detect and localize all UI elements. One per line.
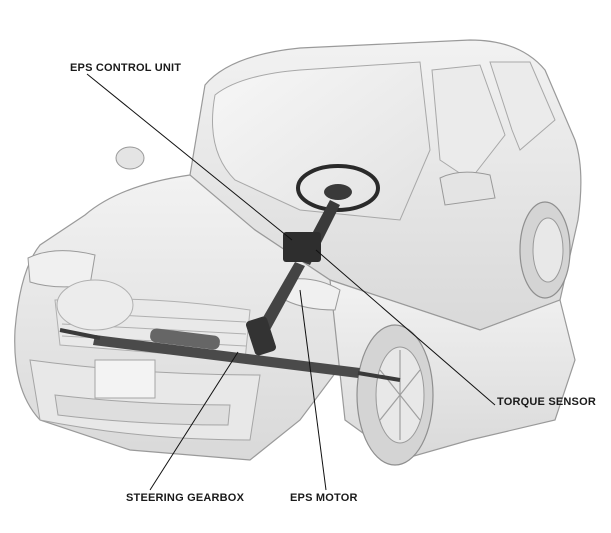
mirror-left <box>115 146 145 170</box>
steering-system <box>59 164 401 382</box>
leader-line-eps-control-unit <box>86 73 293 241</box>
leader-line-eps-motor <box>299 289 327 491</box>
eps-control-unit-housing <box>283 232 321 262</box>
side-window-front <box>431 64 506 181</box>
label-torque-sensor: TORQUE SENSOR <box>497 396 596 408</box>
leader-line-steering-gearbox <box>149 351 239 491</box>
side-window-rear <box>489 61 556 151</box>
rear-wheel <box>519 201 571 299</box>
headlight-right <box>284 278 341 311</box>
label-eps-control-unit: EPS CONTROL UNIT <box>70 62 182 74</box>
leader-line-torque-sensor <box>315 249 496 406</box>
steering-rack <box>93 335 360 378</box>
leader-lines <box>86 73 496 491</box>
front-bumper <box>29 359 261 441</box>
eps-motor <box>246 316 276 356</box>
headlight-left <box>27 250 96 288</box>
steering-wheel <box>296 164 380 212</box>
intermediate-shaft <box>258 262 305 330</box>
label-steering-gearbox: STEERING GEARBOX <box>126 492 245 504</box>
label-eps-motor: EPS MOTOR <box>290 492 358 504</box>
front-wheel <box>356 324 434 466</box>
mirror-right <box>439 171 496 206</box>
